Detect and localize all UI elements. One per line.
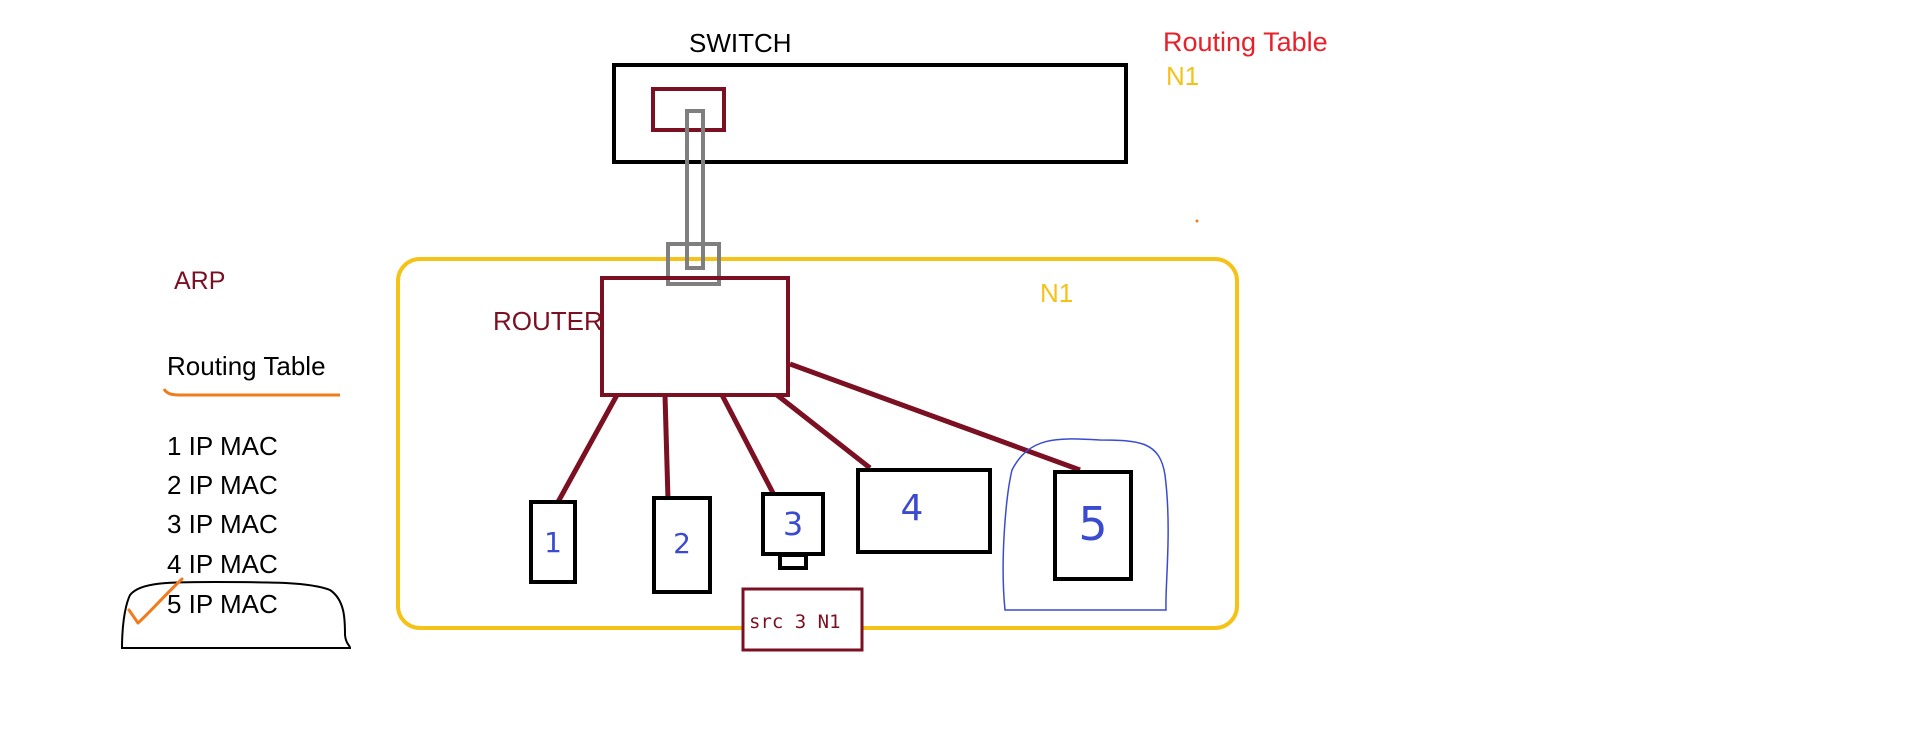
switch-label: SWITCH bbox=[689, 28, 792, 58]
routing-row-1: 1 IP MAC bbox=[167, 431, 278, 461]
router-links bbox=[555, 361, 1081, 504]
uplink-cable bbox=[685, 109, 705, 270]
routing-row-3: 3 IP MAC bbox=[167, 509, 278, 539]
host-3-label: 3 bbox=[783, 505, 803, 543]
packet-label: src 3 N1 bbox=[749, 611, 841, 633]
link-host-1 bbox=[555, 393, 620, 504]
routing-table-top-network: N1 bbox=[1166, 61, 1199, 91]
link-host-4 bbox=[775, 393, 872, 470]
routing-table-top-title: Routing Table bbox=[1163, 27, 1328, 57]
router-uplink-port bbox=[666, 242, 721, 286]
link-host-3 bbox=[719, 393, 776, 495]
arp-title: ARP bbox=[174, 267, 225, 295]
routing-row-2: 2 IP MAC bbox=[167, 470, 278, 500]
host-4-box bbox=[856, 468, 992, 554]
router-label: ROUTER bbox=[493, 306, 603, 336]
host-5-box bbox=[1053, 470, 1133, 581]
host-1-box bbox=[529, 500, 577, 584]
switch-box bbox=[612, 63, 1128, 164]
host-2-label: 2 bbox=[673, 527, 691, 560]
host-2-box bbox=[652, 496, 712, 594]
host-5-label: 5 bbox=[1078, 497, 1107, 551]
host-3-stand bbox=[778, 553, 808, 570]
packet-box bbox=[741, 587, 864, 652]
router-box bbox=[600, 276, 790, 397]
routing-row-5: 5 IP MAC bbox=[167, 589, 278, 619]
stray-dot bbox=[1195, 219, 1199, 223]
link-host-5 bbox=[789, 361, 1081, 473]
host-1-label: 1 bbox=[544, 526, 562, 559]
routing-table-title: Routing Table bbox=[167, 351, 326, 381]
routing-table-underline bbox=[162, 388, 340, 397]
host-5-highlight bbox=[1002, 438, 1169, 611]
routing-row-4: 4 IP MAC bbox=[167, 549, 278, 579]
row-5-highlight bbox=[120, 581, 352, 649]
link-host-2 bbox=[662, 394, 671, 501]
checkmark-icon bbox=[127, 577, 184, 625]
n1-network-label: N1 bbox=[1040, 278, 1073, 308]
host-4-label: 4 bbox=[901, 488, 924, 529]
